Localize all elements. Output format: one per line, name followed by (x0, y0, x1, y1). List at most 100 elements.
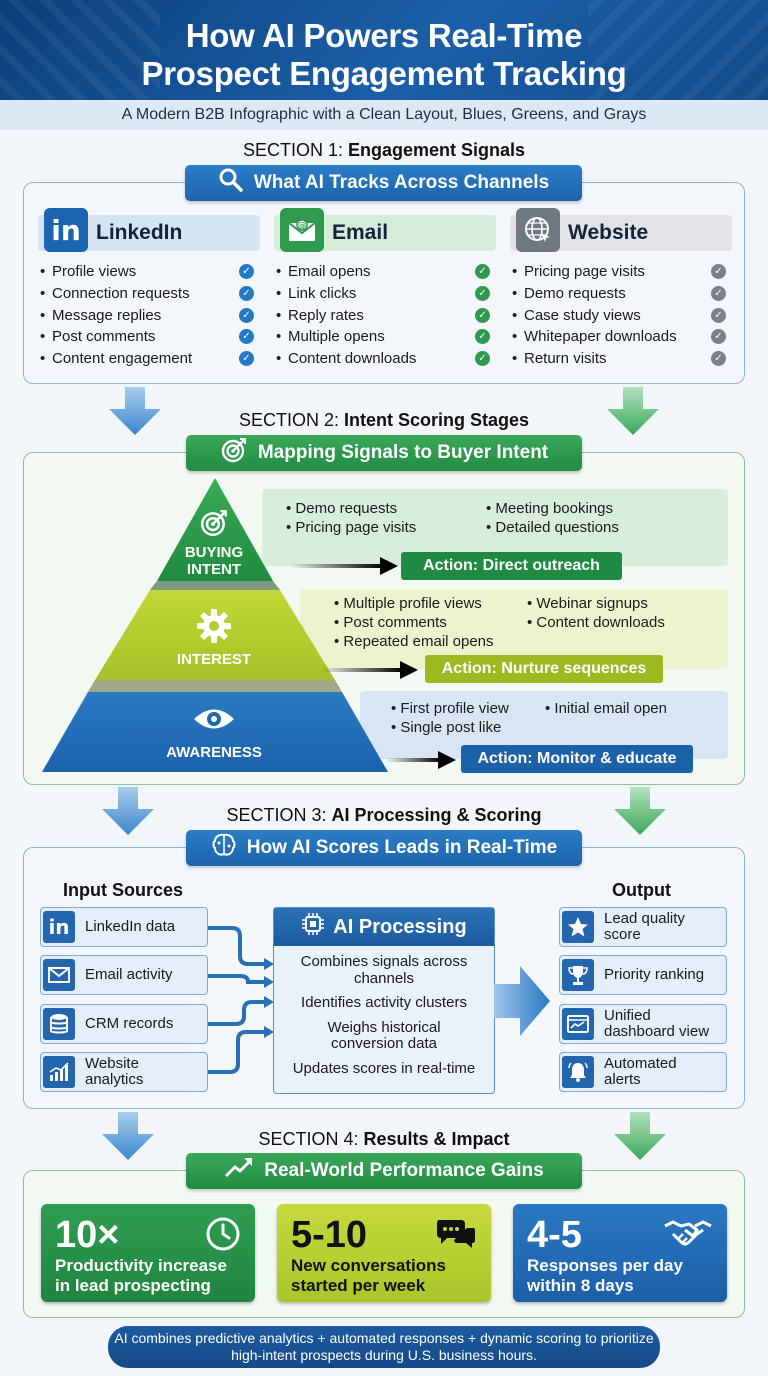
list-item: Return visits ✓ (510, 348, 732, 370)
right-arrow-icon (290, 557, 398, 575)
tier-interest-label: INTEREST (176, 651, 252, 668)
input-label: Email activity (85, 966, 173, 983)
channel-website: Website Pricing page visits✓ Demo reques… (510, 208, 732, 370)
list-item: Demo requests ✓ (510, 283, 732, 305)
stat-value: 4-5 (527, 1214, 582, 1256)
chat-icon (435, 1216, 477, 1257)
target-icon (220, 436, 248, 470)
down-arrow-icon (605, 387, 661, 435)
list-item: Message replies✓ (38, 305, 260, 327)
channel-linkedin-header: in LinkedIn (38, 208, 260, 252)
stat-productivity: 10× Productivity increase in lead prospe… (41, 1204, 255, 1302)
list-item: Link clicks✓ (274, 283, 496, 305)
tier-buying-signals-2: Meeting bookings Detailed questions (486, 499, 618, 537)
section2-prefix: SECTION 2: (238, 410, 344, 430)
linkedin-icon: in (43, 911, 75, 943)
action-direct-outreach: Action: Direct outreach (401, 552, 622, 580)
list-item: Updates scores in real-time (292, 1059, 476, 1077)
list-item: Identifies activity clusters (301, 994, 467, 1011)
down-arrow-icon (107, 387, 163, 435)
channel-email-header: @ Email (274, 208, 496, 252)
check-icon: ✓ (475, 285, 490, 301)
section3-prefix: SECTION 3: (226, 805, 332, 825)
section2-title: SECTION 2: Intent Scoring Stages (0, 410, 768, 431)
list-item: Reply rates ✓ (274, 305, 496, 327)
list-item-text: Demo requests (524, 284, 626, 302)
output-unified-dashboard: Unified dashboard view (559, 1004, 727, 1044)
tier-interest-signals-1: Multiple profile views Post comments Rep… (334, 594, 494, 651)
list-item: First profile view (391, 699, 508, 718)
tier-awareness-signals-1: First profile view Single post like (391, 699, 509, 737)
input-label: LinkedIn data (85, 918, 176, 935)
envelope-icon (43, 959, 75, 991)
page-title: How AI Powers Real-Time Prospect Engagem… (141, 17, 627, 92)
tier-buying-label: BUYING INTENT (184, 544, 244, 578)
channel-email-name: Email (332, 221, 389, 244)
list-item: Repeated email opens (334, 632, 493, 651)
section3-title: SECTION 3: AI Processing & Scoring (0, 805, 768, 826)
check-icon: ✓ (475, 307, 490, 323)
section3-banner-text: How AI Scores Leads in Real-Time (246, 837, 558, 858)
handshake-icon (663, 1216, 713, 1255)
section1-name: Engagement Signals (347, 140, 526, 160)
list-item-text: Return visits (524, 350, 607, 368)
input-crm-records: CRM records (40, 1004, 208, 1044)
analytics-chart-icon (43, 1056, 75, 1088)
stat-label: Productivity increase in lead prospectin… (55, 1256, 227, 1295)
check-icon: ✓ (711, 351, 726, 367)
pyramid-shadow (88, 680, 342, 692)
input-label: Website analytics (85, 1055, 144, 1088)
list-item-text: Content downloads (288, 350, 417, 368)
list-item-text: Content engagement (52, 350, 193, 368)
section3-name: AI Processing & Scoring (331, 805, 542, 825)
list-item: Content engagement✓ (38, 348, 260, 370)
footer-summary: AI combines predictive analytics + autom… (108, 1326, 660, 1368)
list-item: Single post like (391, 718, 509, 737)
database-icon (43, 1008, 75, 1040)
input-label: CRM records (85, 1015, 174, 1032)
section1-prefix: SECTION 1: (242, 140, 348, 160)
check-icon: ✓ (711, 264, 726, 279)
list-item: Post comments (334, 613, 494, 632)
channel-linkedin-name: LinkedIn (96, 221, 183, 244)
input-website-analytics: Website analytics (40, 1052, 208, 1092)
action-monitor-educate: Action: Monitor & educate (461, 745, 693, 773)
ai-processing-header: AI Processing (274, 908, 494, 946)
list-item: Content downloads✓ (274, 348, 496, 370)
check-icon: ✓ (239, 264, 254, 279)
list-item-text: Reply rates (288, 306, 364, 324)
list-item: Multiple opens✓ (274, 326, 496, 348)
list-item: Whitepaper downloads✓ (510, 326, 732, 348)
brain-icon (211, 832, 237, 864)
check-icon: ✓ (711, 285, 726, 301)
input-sources-title: Input Sources (63, 880, 184, 900)
section1-banner: What AI Tracks Across Channels (185, 165, 582, 201)
stat-value: 5-10 (291, 1214, 368, 1256)
dashboard-icon (562, 1008, 594, 1040)
page-subtitle: A Modern B2B Infographic with a Clean La… (0, 100, 768, 130)
list-item-text: Email opens (288, 263, 371, 280)
trend-up-icon (224, 1156, 254, 1186)
list-item: Case study views✓ (510, 305, 732, 327)
list-item: Profile views✓ (38, 261, 260, 283)
down-arrow-icon (612, 787, 668, 835)
stat-label: New conversations started per week (291, 1256, 446, 1295)
list-item-text: Post comments (52, 328, 156, 346)
output-lead-quality-score: Lead quality score (559, 907, 727, 947)
list-item: Demo requests (286, 499, 416, 518)
section4-banner: Real-World Performance Gains (186, 1153, 582, 1189)
globe-icon (516, 208, 560, 252)
output-label: Unified dashboard view (604, 1007, 710, 1040)
magnifier-icon (218, 167, 244, 199)
right-arrow-icon (320, 661, 418, 679)
channel-website-header: Website (510, 208, 732, 252)
section1-banner-text: What AI Tracks Across Channels (253, 172, 550, 193)
tier-buying-signals-1: Demo requests Pricing page visits (286, 499, 416, 537)
channel-linkedin: in LinkedIn Profile views✓ Connection re… (38, 208, 260, 370)
gear-icon (195, 607, 233, 650)
pyramid-awareness-tier (42, 692, 388, 772)
list-item: Combines signals across channels (300, 953, 468, 987)
header-banner: How AI Powers Real-Time Prospect Engagem… (0, 0, 768, 100)
action-nurture-sequences: Action: Nurture sequences (425, 655, 663, 683)
list-item: Weighs historical conversion data (327, 1018, 441, 1052)
